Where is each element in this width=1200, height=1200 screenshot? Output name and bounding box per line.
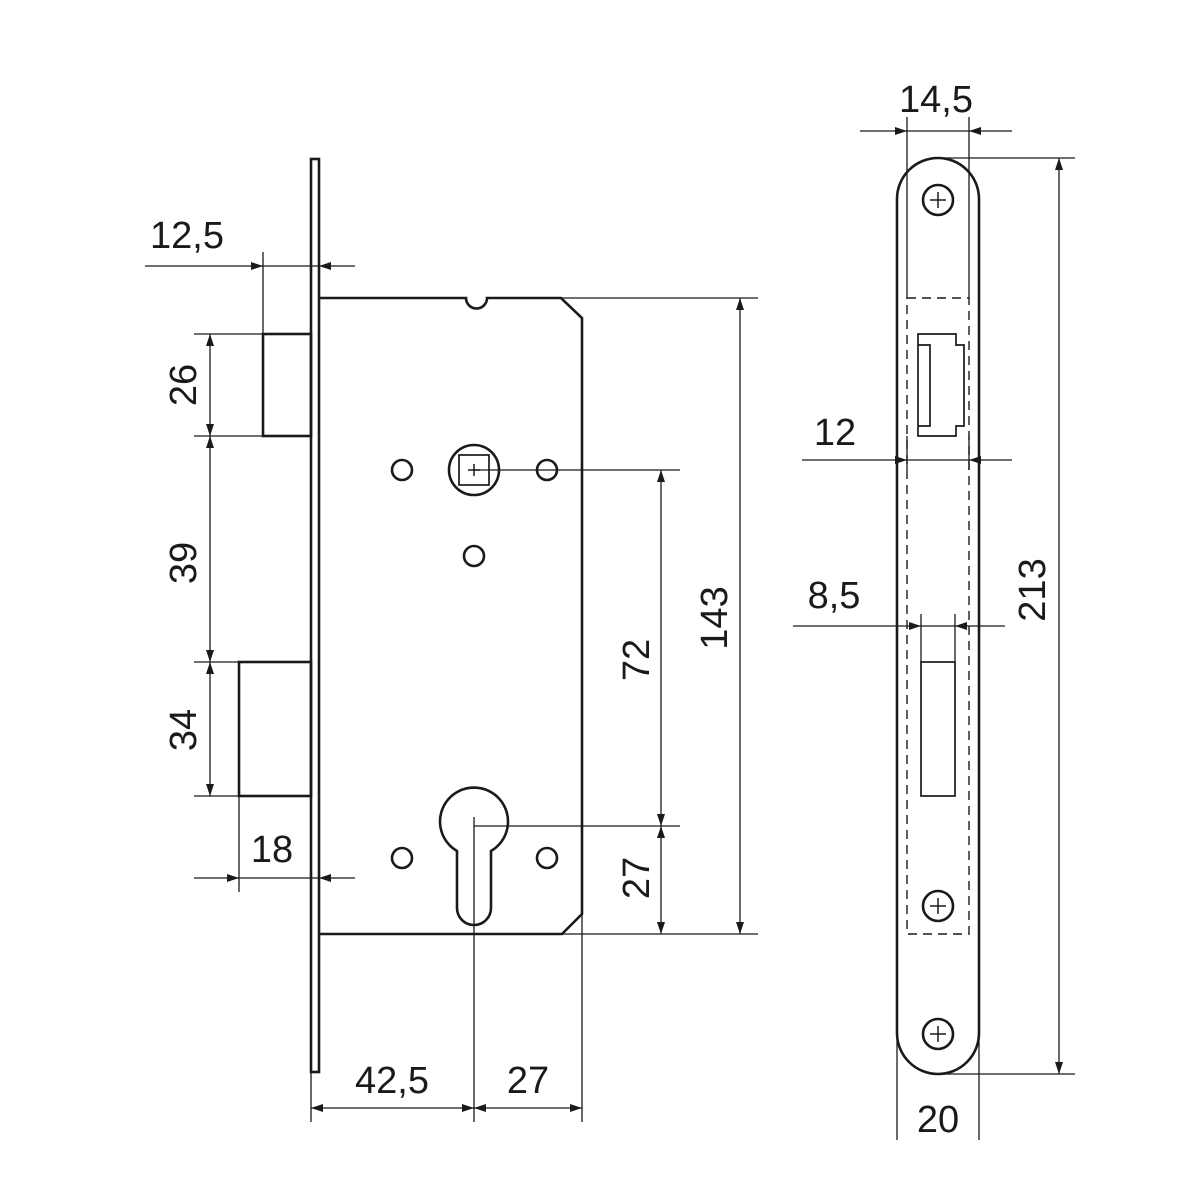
- screw-icon: [921, 183, 955, 217]
- dead-bolt: [237, 660, 313, 798]
- screw-icon: [921, 889, 955, 923]
- latch-bolt: [261, 332, 313, 438]
- faceplate-outline: [895, 156, 981, 1076]
- dim-latch-opening-width: 12: [814, 412, 856, 454]
- mounting-hole: [462, 544, 486, 568]
- dim-plate-total-height: 213: [1012, 558, 1054, 621]
- faceplate-front-view: 14,5 12 8,5 213 20: [793, 79, 1075, 1141]
- dim-latch-height: 26: [163, 364, 205, 406]
- dim-latch-bolt-gap: 39: [163, 542, 205, 584]
- dim-plate-top-width: 14,5: [899, 79, 973, 121]
- screw-icon: [921, 1017, 955, 1051]
- dim-bolt-opening-width: 8,5: [808, 575, 861, 617]
- dim-bolt-projection: 18: [251, 829, 293, 871]
- dim-faceplate-thickness: 12,5: [150, 215, 224, 257]
- dim-cylinder-to-back: 27: [507, 1060, 549, 1102]
- bolt-opening: [920, 661, 956, 797]
- dim-handle-to-cylinder: 72: [616, 639, 658, 681]
- dim-cylinder-to-bottom: 27: [616, 857, 658, 899]
- faceplate-strip: [309, 157, 321, 1074]
- lock-body-view: 12,5 26 39 34 18 42,5 27: [145, 157, 758, 1122]
- dim-backset: 42,5: [355, 1060, 429, 1102]
- latch-opening: [917, 333, 965, 437]
- dim-bolt-height: 34: [163, 709, 205, 751]
- mounting-hole: [390, 846, 414, 870]
- dim-body-height: 143: [694, 586, 736, 649]
- lock-case-outline: [319, 296, 584, 936]
- mounting-hole: [535, 846, 559, 870]
- dim-plate-width: 20: [917, 1099, 959, 1141]
- hidden-case-outline: [906, 297, 970, 935]
- mounting-hole: [390, 458, 414, 482]
